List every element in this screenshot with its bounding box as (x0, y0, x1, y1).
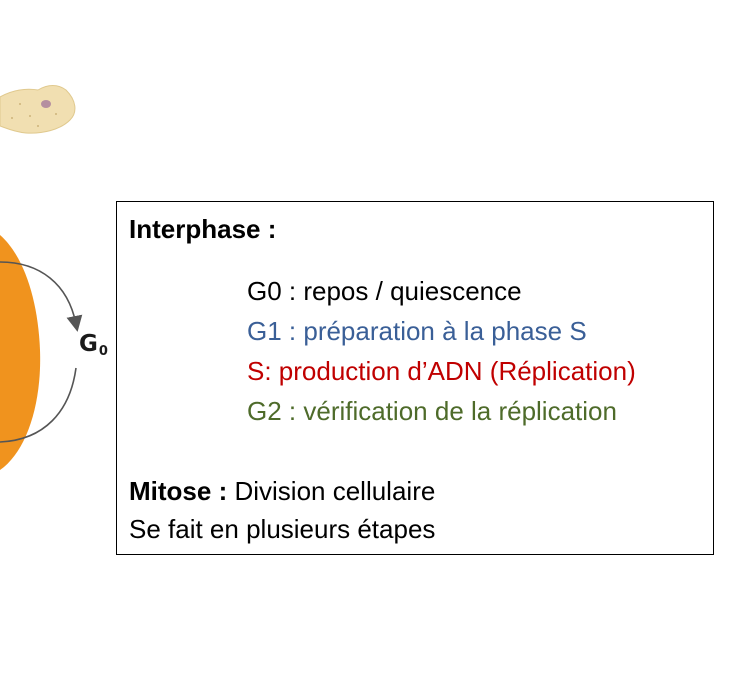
g0-subscript: 0 (98, 344, 108, 359)
mitose-heading: Mitose : (129, 476, 228, 506)
phase-g2: G2 : vérification de la réplication (247, 396, 617, 426)
mitose-description: Division cellulaire (227, 476, 436, 506)
info-box: Interphase : G0 : repos / quiescence G1 … (116, 201, 714, 555)
mitose-note: Se fait en plusieurs étapes (129, 514, 436, 544)
g0-loop-return (0, 367, 77, 443)
orange-ring (0, 235, 41, 470)
g0-label: G0 (79, 331, 108, 359)
phase-g1: G1 : préparation à la phase S (247, 316, 587, 346)
cell-picture (0, 85, 76, 134)
mitose-line: Mitose : Division cellulaire (129, 476, 435, 506)
g0-loop-arrow (0, 261, 83, 332)
phase-s: S: production d’ADN (Réplication) (247, 356, 636, 386)
phase-g0: G0 : repos / quiescence (247, 276, 522, 306)
interphase-heading: Interphase : (129, 214, 277, 244)
g0-letter: G (79, 331, 98, 357)
